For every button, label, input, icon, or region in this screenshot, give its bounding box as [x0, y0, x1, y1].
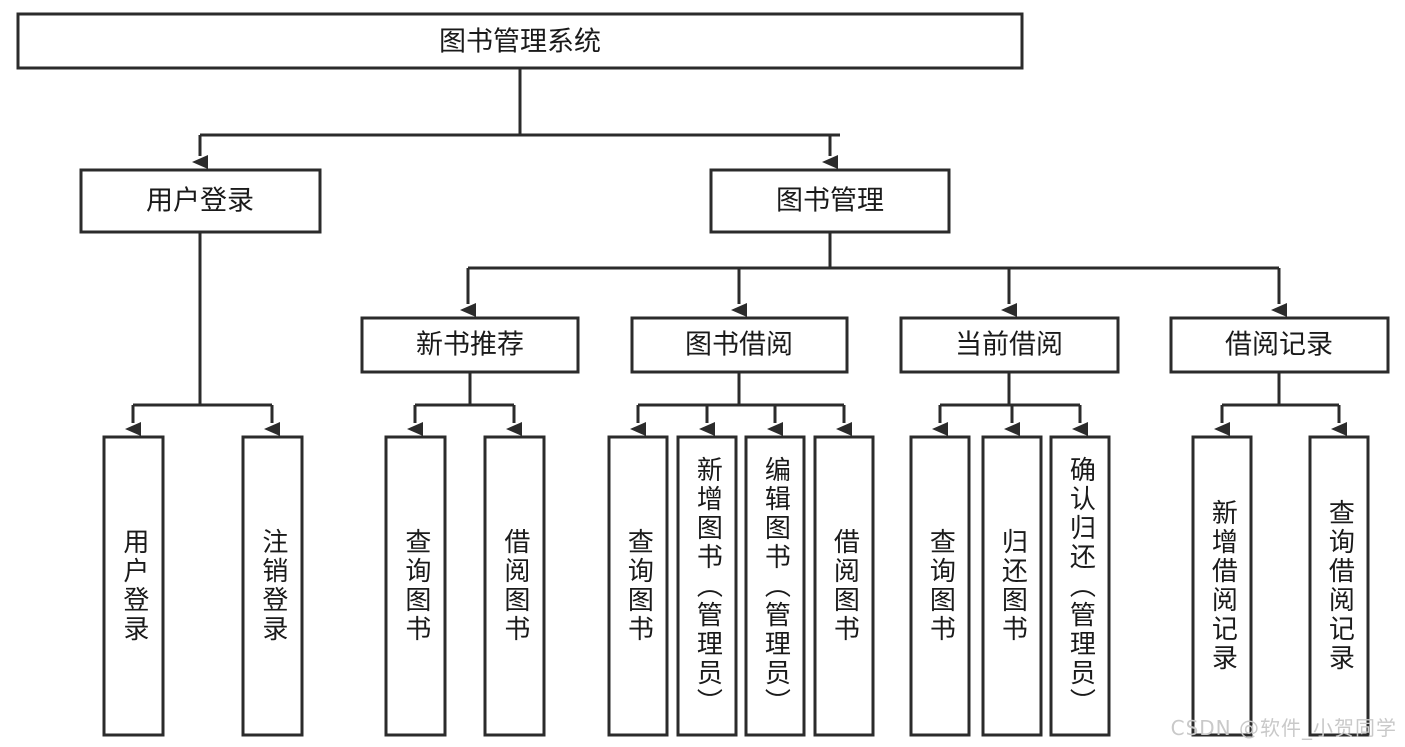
leaf-box-query-book-1[interactable]	[384, 435, 447, 737]
node-new-book-recommend[interactable]: 新书推荐	[360, 316, 580, 374]
leaf-box-borrow-book-1[interactable]	[483, 435, 546, 737]
leaf-box-query-borrow-record[interactable]	[1308, 435, 1370, 737]
leaf-box-query-book-3[interactable]	[909, 435, 971, 737]
node-user-login[interactable]: 用户登录	[79, 168, 322, 234]
edges-layer	[125, 68, 1347, 436]
edge-borrowrecord-to-leaves	[1214, 372, 1347, 436]
node-current-borrow-label: 当前借阅	[955, 330, 1063, 361]
node-book-management-label: 图书管理	[776, 186, 884, 217]
node-borrow-record-label: 借阅记录	[1225, 330, 1333, 361]
leaf-box-borrow-book-2[interactable]	[813, 435, 875, 737]
node-book-management[interactable]: 图书管理	[709, 168, 951, 234]
node-new-book-recommend-label: 新书推荐	[416, 330, 524, 361]
nodes-layer: 图书管理系统 用户登录 图书管理 新书推荐 图书借阅	[16, 12, 1390, 737]
edge-newbook-to-leaves	[407, 372, 522, 436]
node-root[interactable]: 图书管理系统	[16, 12, 1024, 70]
leaf-box-add-book-admin[interactable]	[676, 435, 738, 737]
leaf-boxes	[102, 435, 1370, 737]
edge-bookmgmt-to-level3	[460, 232, 1287, 317]
node-borrow-record[interactable]: 借阅记录	[1169, 316, 1390, 374]
node-current-borrow[interactable]: 当前借阅	[899, 316, 1120, 374]
edge-currentborrow-to-leaves	[932, 372, 1088, 436]
leaf-box-query-book-2[interactable]	[607, 435, 669, 737]
node-book-borrow[interactable]: 图书借阅	[630, 316, 849, 374]
leaf-box-user-login[interactable]	[102, 435, 165, 737]
edge-bookborrow-to-leaves	[630, 372, 852, 436]
node-root-label: 图书管理系统	[439, 27, 601, 58]
leaf-box-logout-login[interactable]	[241, 435, 304, 737]
node-book-borrow-label: 图书借阅	[685, 330, 793, 361]
edge-root-to-level2	[192, 68, 840, 169]
leaf-box-confirm-return-admin[interactable]	[1049, 435, 1111, 737]
watermark: CSDN @软件_小贺同学	[1170, 716, 1397, 740]
node-user-login-label: 用户登录	[146, 186, 254, 217]
edge-userlogin-to-leaves	[125, 232, 280, 436]
leaf-box-edit-book-admin[interactable]	[744, 435, 806, 737]
leaf-box-return-book[interactable]	[981, 435, 1043, 737]
leaf-box-add-borrow-record[interactable]	[1191, 435, 1253, 737]
